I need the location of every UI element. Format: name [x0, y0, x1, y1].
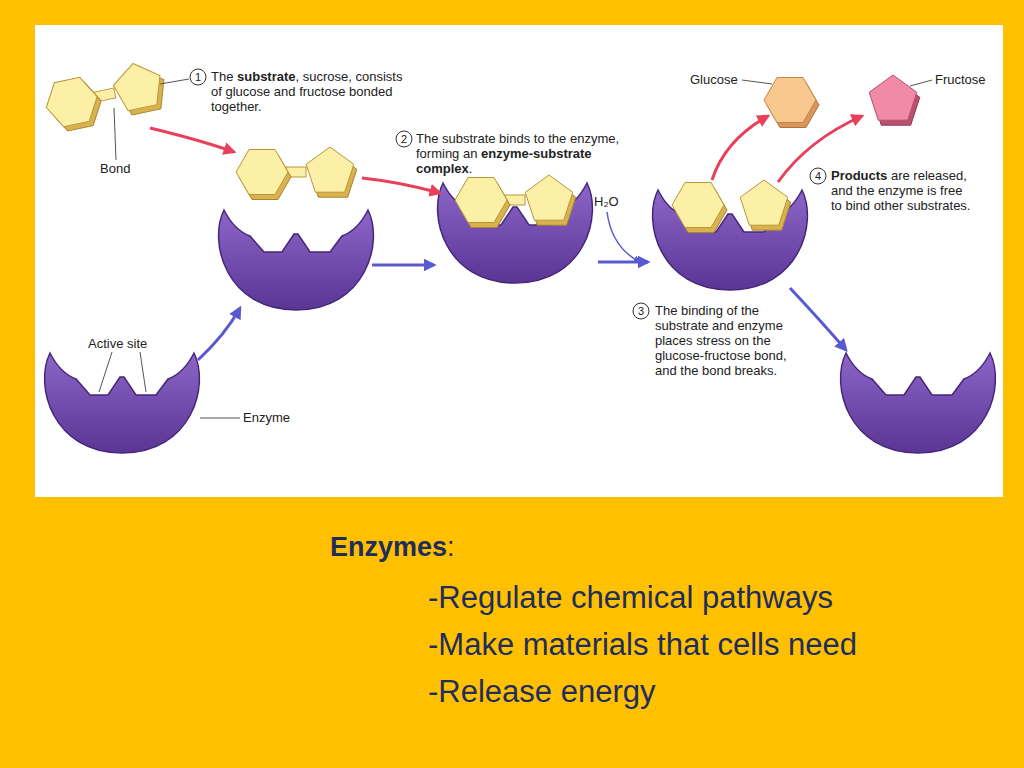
bullet-item: -Make materials that cells need [428, 625, 857, 665]
text-run: 2 [401, 133, 407, 145]
fructose-molecule [740, 180, 791, 230]
leader-line [140, 352, 146, 392]
text-run: . [469, 161, 473, 176]
leader-line [99, 352, 112, 392]
text-run: 1 [195, 71, 201, 83]
text-run: -Release energy [428, 674, 655, 709]
text-run: -Make materials that cells need [428, 627, 857, 662]
panel-background [35, 25, 1003, 497]
step-note: The binding of the substrate and enzyme … [655, 303, 800, 378]
part-label: Enzyme [243, 410, 290, 425]
text-run: : [447, 532, 455, 562]
glucose-molecule [672, 183, 727, 233]
step-note: The substrate binds to the enzyme, formi… [416, 131, 636, 176]
part-label: Fructose [935, 72, 986, 87]
callout-circle [810, 168, 826, 184]
text-run: Enzymes [330, 532, 447, 562]
text-run: -Regulate chemical pathways [428, 580, 833, 615]
text-run: Fructose [935, 72, 986, 87]
text-run: substrate [237, 69, 296, 84]
sucrose-molecule [455, 175, 576, 228]
part-label: Bond [100, 161, 130, 176]
callout-number: 4 [810, 169, 826, 183]
leader-line [742, 80, 772, 84]
enzyme-shape [841, 353, 996, 453]
text-run: 4 [815, 170, 821, 182]
flow-arrow [362, 178, 440, 193]
enzyme-shape [219, 210, 374, 310]
callout-number: 1 [190, 70, 206, 84]
callout-number: 3 [633, 304, 649, 318]
flow-arrow [598, 261, 648, 264]
bullet-item: -Regulate chemical pathways [428, 578, 833, 618]
callout-circle [396, 131, 412, 147]
text-run: 3 [638, 305, 644, 317]
callout-circle [633, 303, 649, 319]
leader-line [200, 418, 240, 419]
sucrose-molecule [41, 58, 170, 134]
leader-line [114, 108, 116, 160]
callout-circle [190, 69, 206, 85]
fructose-molecule [869, 75, 920, 125]
step-note: The substrate, sucrose, consists of gluc… [211, 69, 409, 114]
flow-arrow [712, 116, 768, 180]
text-run: The binding of the substrate and enzyme … [655, 303, 787, 378]
text-run: H₂O [594, 194, 619, 209]
part-label: Active site [88, 336, 147, 351]
flow-arrow [198, 308, 240, 360]
list-heading: Enzymes: [330, 530, 455, 564]
callout-number: 2 [396, 132, 412, 146]
flow-arrow [372, 264, 434, 267]
enzyme-shape [45, 353, 200, 453]
text-run: Enzyme [243, 410, 290, 425]
leader-line [910, 80, 932, 86]
glucose-molecule [764, 78, 819, 128]
flow-arrow [150, 128, 234, 152]
step-note: Products are released, and the enzyme is… [831, 168, 974, 213]
flow-arrow [790, 288, 846, 350]
part-label: Glucose [690, 72, 738, 87]
sucrose-molecule [236, 147, 357, 200]
text-run: Bond [100, 161, 130, 176]
text-run: Products [831, 168, 887, 183]
text-run: Glucose [690, 72, 738, 87]
leader-line [160, 79, 189, 84]
bullet-item: -Release energy [428, 672, 655, 712]
molecule-label: H₂O [594, 194, 619, 209]
text-run: Active site [88, 336, 147, 351]
water-arrow [607, 212, 640, 262]
text-run: The [211, 69, 237, 84]
